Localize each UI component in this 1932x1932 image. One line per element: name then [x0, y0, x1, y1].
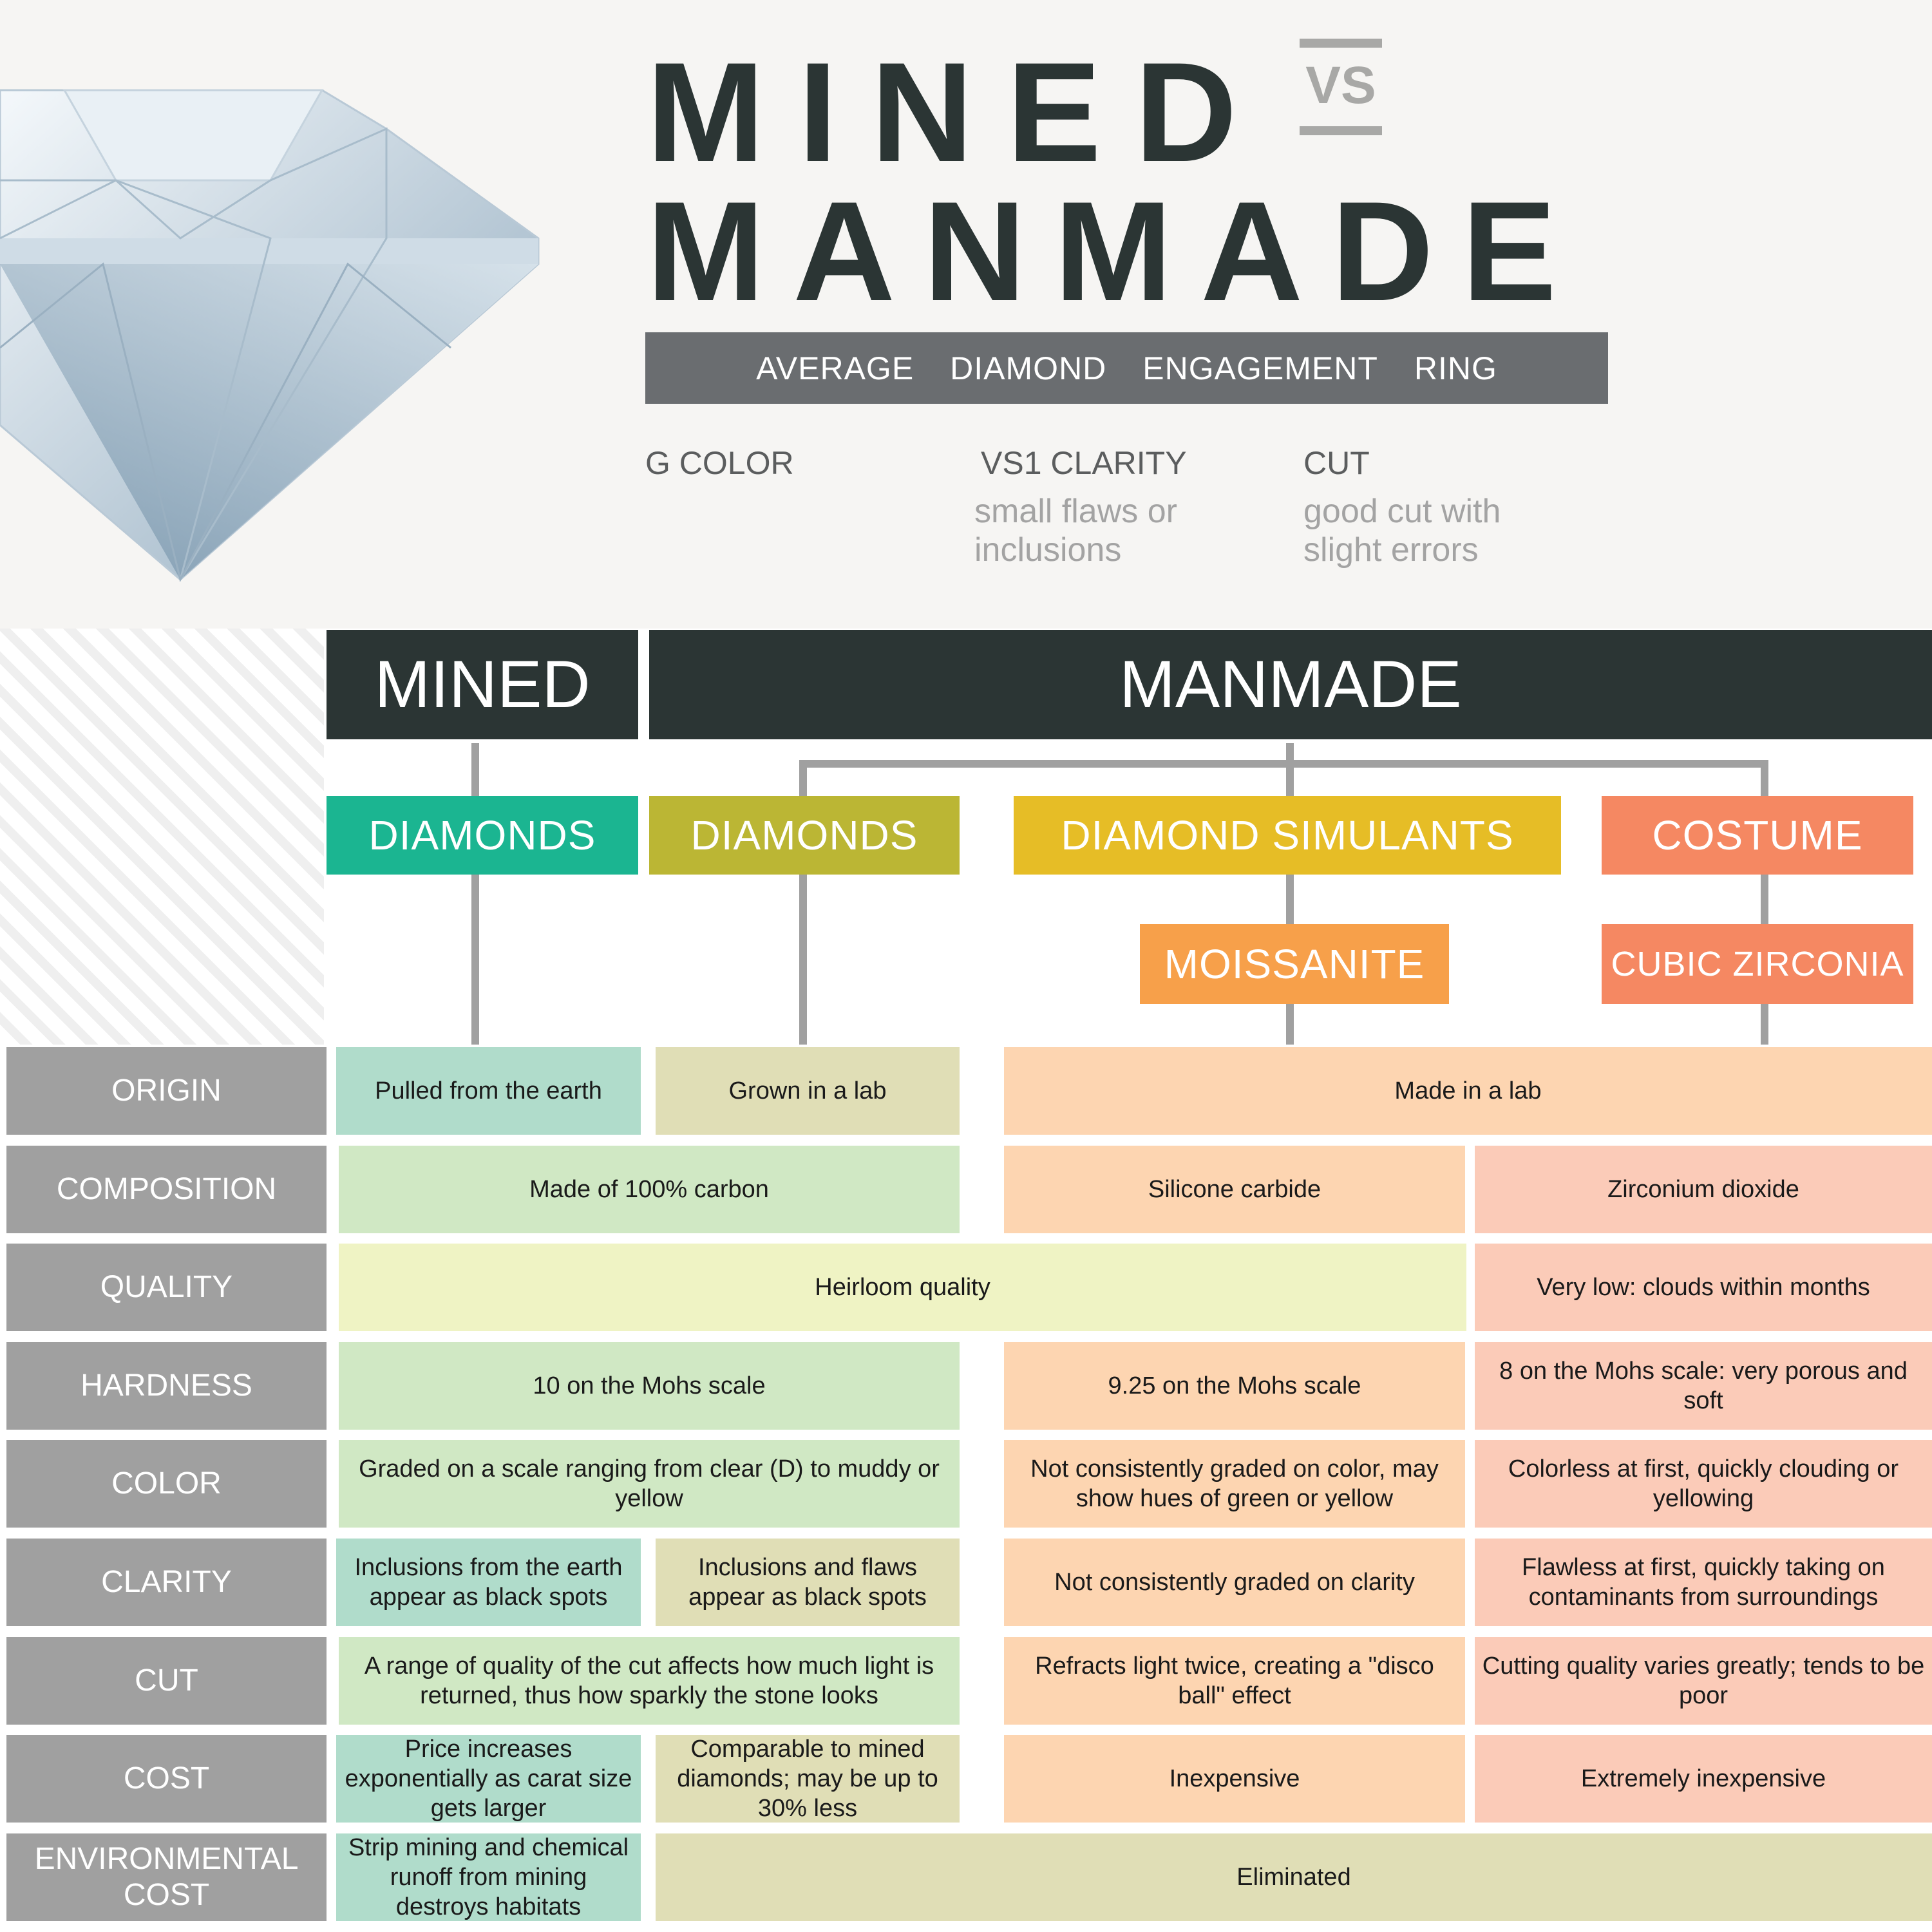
category-lab-diamonds: DIAMONDS — [649, 796, 960, 875]
row-label: HARDNESS — [6, 1341, 327, 1430]
table-cell: Pulled from the earth — [336, 1047, 641, 1135]
category-mined-diamonds: DIAMONDS — [327, 796, 638, 875]
table-cell: 9.25 on the Mohs scale — [1004, 1341, 1465, 1430]
title-manmade: MANMADE — [647, 172, 1585, 330]
table-cell: Colorless at first, quickly clouding or … — [1475, 1440, 1932, 1528]
category-costume: COSTUME — [1602, 796, 1913, 875]
band-word: AVERAGE — [756, 350, 914, 386]
header-manmade: MANMADE — [649, 630, 1932, 739]
row-label: CLARITY — [6, 1539, 327, 1626]
title-vs: VS — [1300, 39, 1382, 135]
connector-line — [471, 743, 479, 1045]
table-cell: Made in a lab — [1004, 1047, 1932, 1135]
row-label: COMPOSITION — [6, 1145, 327, 1233]
table-cell: 10 on the Mohs scale — [339, 1341, 960, 1430]
spec-color: G COLOR — [645, 445, 794, 481]
table-cell: Inexpensive — [1004, 1735, 1465, 1823]
table-cell: Made of 100% carbon — [339, 1145, 960, 1233]
table-cell: Very low: clouds within months — [1475, 1244, 1932, 1332]
category-simulants: DIAMOND SIMULANTS — [1014, 796, 1561, 875]
table-cell: Inclusions and flaws appear as black spo… — [656, 1539, 960, 1626]
row-label: QUALITY — [6, 1244, 327, 1332]
row-label: ORIGIN — [6, 1047, 327, 1135]
connector-line — [799, 760, 1768, 768]
row-label: COST — [6, 1735, 327, 1823]
table-cell: Silicone carbide — [1004, 1145, 1465, 1233]
striped-decoration — [0, 629, 324, 1045]
table-cell: Refracts light twice, creating a "disco … — [1004, 1636, 1465, 1725]
table-cell: Graded on a scale ranging from clear (D)… — [339, 1440, 960, 1528]
table-cell: Flawless at first, quickly taking on con… — [1475, 1539, 1932, 1626]
table-cell: Heirloom quality — [339, 1244, 1466, 1332]
table-cell: Price increases exponentially as carat s… — [336, 1735, 641, 1823]
table-cell: 8 on the Mohs scale: very porous and sof… — [1475, 1341, 1932, 1430]
diamond-icon — [0, 89, 540, 583]
row-label: COLOR — [6, 1440, 327, 1528]
average-ring-band: AVERAGE DIAMOND ENGAGEMENT RING — [645, 332, 1608, 404]
table-cell: Not consistently graded on clarity — [1004, 1539, 1465, 1626]
header-mined: MINED — [327, 630, 638, 739]
row-label: CUT — [6, 1636, 327, 1725]
table-cell: Zirconium dioxide — [1475, 1145, 1932, 1233]
spec-cut: CUT — [1303, 445, 1370, 481]
table-cell: Cutting quality varies greatly; tends to… — [1475, 1636, 1932, 1725]
category-moissanite: MOISSANITE — [1140, 924, 1449, 1004]
table-cell: A range of quality of the cut affects ho… — [339, 1636, 960, 1725]
table-cell: Eliminated — [656, 1833, 1932, 1921]
row-label: ENVIRONMENTAL COST — [6, 1833, 327, 1921]
spec-clarity: VS1 CLARITY — [981, 445, 1187, 481]
table-cell: Grown in a lab — [656, 1047, 960, 1135]
table-cell: Not consistently graded on color, may sh… — [1004, 1440, 1465, 1528]
table-cell: Inclusions from the earth appear as blac… — [336, 1539, 641, 1626]
category-cubic-zirconia: CUBIC ZIRCONIA — [1602, 924, 1913, 1004]
table-cell: Strip mining and chemical runoff from mi… — [336, 1833, 641, 1921]
band-word: RING — [1414, 350, 1497, 386]
title-mined: MINED — [647, 33, 1271, 191]
band-word: DIAMOND — [950, 350, 1107, 386]
band-word: ENGAGEMENT — [1142, 350, 1378, 386]
table-cell: Comparable to mined diamonds; may be up … — [656, 1735, 960, 1823]
spec-cut-note: good cut with slight errors — [1303, 493, 1501, 569]
spec-clarity-note: small flaws or inclusions — [974, 493, 1177, 569]
table-cell: Extremely inexpensive — [1475, 1735, 1932, 1823]
